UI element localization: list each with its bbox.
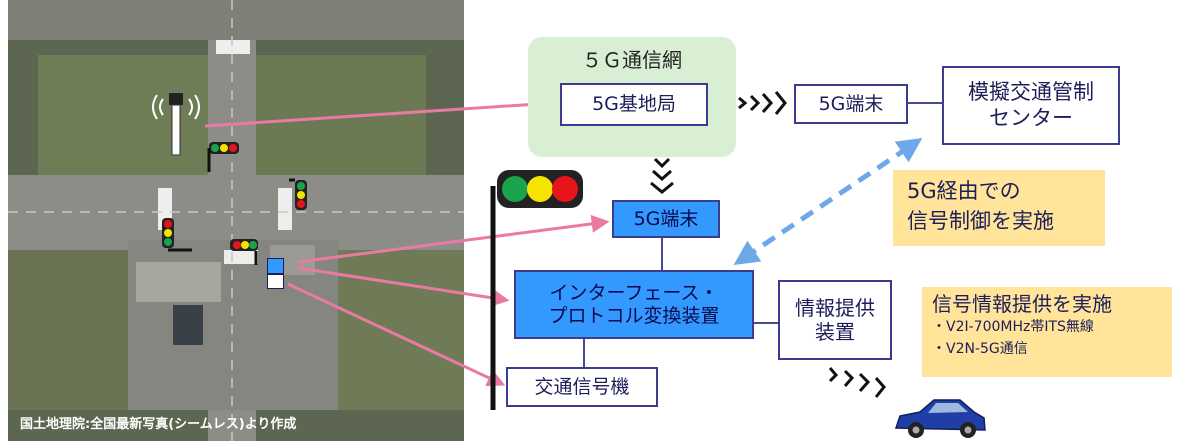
car-icon [890, 392, 990, 441]
control-center-line1: 模擬交通管制 [968, 80, 1094, 105]
traffic-light-icon [230, 239, 258, 265]
info-note-title: 信号情報提供を実施 [932, 292, 1112, 316]
control-note-line2: 信号制御を実施 [907, 209, 1054, 234]
traffic-light-icon [289, 178, 307, 210]
arrow-to-signal [287, 282, 506, 387]
5g-network-title: ５Ｇ通信網 [582, 48, 682, 72]
aerial-photo [8, 0, 464, 441]
5g-base-station: 5G基地局 [560, 83, 708, 126]
traffic-light-icon [162, 218, 192, 252]
signal-controller-label: 交通信号機 [534, 375, 630, 398]
base-station-label: 5G基地局 [592, 93, 676, 116]
dashed-arrow-control [733, 138, 923, 265]
arrow-to-terminal-mid [297, 214, 610, 264]
traffic-signal-controller: 交通信号機 [506, 367, 658, 407]
info-device-line1: 情報提供 [795, 296, 875, 320]
interface-line2: プロトコル変換装置 [548, 304, 720, 327]
control-note: 5G経由での 信号制御を実施 [893, 170, 1105, 246]
interface-line1: インターフェース・ [549, 281, 719, 304]
5g-terminal-top: 5G端末 [794, 84, 908, 124]
terminal-mid-label: 5G端末 [633, 207, 699, 230]
traffic-control-center: 模擬交通管制 センター [942, 66, 1120, 145]
5g-terminal-mid: 5G端末 [612, 200, 720, 238]
device-box-icon [267, 258, 284, 274]
control-note-line1: 5G経由での [907, 179, 1021, 203]
radio-wave-icon [828, 367, 886, 398]
traffic-signal-icon [497, 170, 583, 208]
info-device-line2: 装置 [815, 320, 855, 344]
device-box-icon [267, 274, 284, 289]
terminal-top-label: 5G端末 [818, 92, 884, 115]
control-center-line2: センター [989, 105, 1073, 130]
info-provision-device: 情報提供 装置 [778, 280, 892, 360]
antenna-icon [152, 93, 200, 156]
interface-converter: インターフェース・ プロトコル変換装置 [514, 270, 754, 339]
info-note: 信号情報提供を実施 ・V2I-700MHz帯ITS無線 ・V2N-5G通信 [922, 287, 1172, 377]
info-note-item2: ・V2N-5G通信 [932, 340, 1028, 357]
arrow-to-base-station [204, 94, 557, 128]
radio-wave-icon [738, 91, 787, 115]
photo-credit: 国土地理院:全国最新写真(シームレス)より作成 [20, 417, 297, 432]
traffic-light-icon [207, 142, 239, 172]
info-note-item1: ・V2I-700MHz帯ITS無線 [932, 319, 1094, 335]
arrow-to-interface [297, 266, 510, 307]
